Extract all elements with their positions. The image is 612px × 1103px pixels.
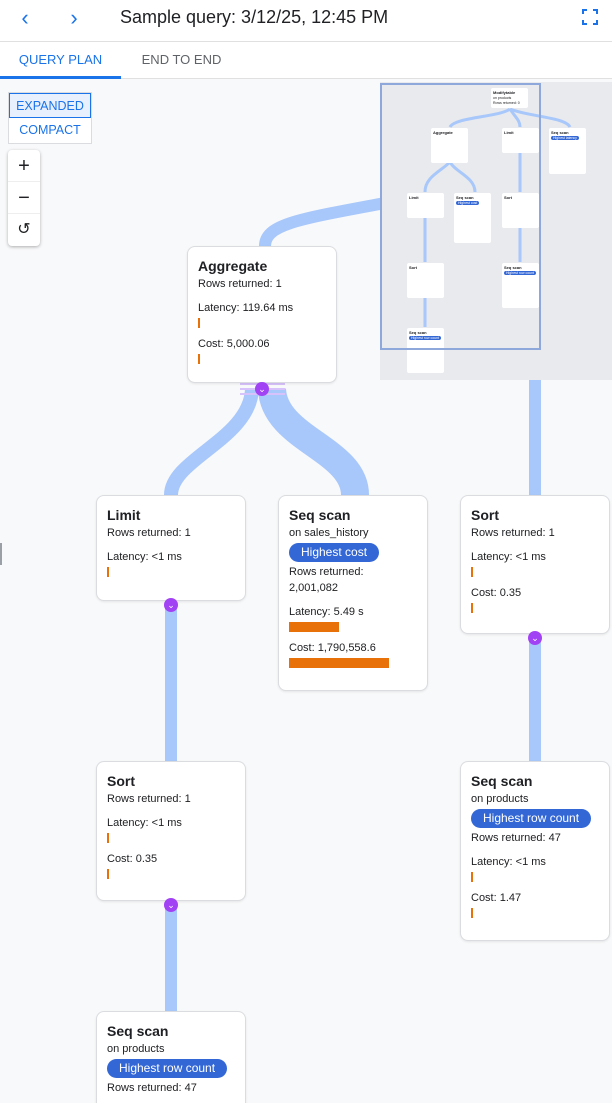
cost: Cost: 1,790,558.6 xyxy=(289,642,376,654)
tab-query-plan[interactable]: QUERY PLAN xyxy=(0,42,121,79)
forward-button[interactable]: › xyxy=(60,6,88,30)
cost: Cost: 0.35 xyxy=(107,853,158,865)
node-title: Seq scan xyxy=(107,1023,169,1039)
latency-bar xyxy=(107,567,109,577)
plan-node-sort-right[interactable]: Sort Rows returned: 1 Latency: <1 ms Cos… xyxy=(460,495,610,634)
rows-returned: Rows returned: 47 xyxy=(471,832,561,844)
highest-row-count-badge: Highest row count xyxy=(471,809,592,828)
reset-zoom-button[interactable]: ↺ xyxy=(17,221,31,238)
node-title: Seq scan xyxy=(471,773,533,789)
latency: Latency: <1 ms xyxy=(471,856,546,868)
plan-node-seq-scan-sales-history[interactable]: Seq scan on sales_history Highest cost R… xyxy=(278,495,428,691)
node-title: Aggregate xyxy=(198,258,268,274)
node-title: Limit xyxy=(107,507,141,523)
latency: Latency: 5.49 s xyxy=(289,606,364,618)
header: ‹ › Sample query: 3/12/25, 12:45 PM xyxy=(0,0,612,42)
compact-button[interactable]: COMPACT xyxy=(19,123,81,137)
plan-node-sort-left[interactable]: Sort Rows returned: 1 Latency: <1 ms Cos… xyxy=(96,761,246,901)
minimap-viewport[interactable] xyxy=(380,83,541,350)
cost: Cost: 5,000.06 xyxy=(198,338,270,350)
plan-edges xyxy=(164,197,541,1011)
latency: Latency: <1 ms xyxy=(107,817,182,829)
rows-returned: Rows returned: 1 xyxy=(198,278,282,290)
node-title: Sort xyxy=(471,507,499,523)
minimap-node-sort-2: Sort xyxy=(407,263,444,298)
edge-aggregate-seqscan xyxy=(258,386,369,497)
collapse-chevron-icon[interactable]: ⌄ xyxy=(164,598,178,612)
plan-node-seq-scan-products-left[interactable]: Seq scan on products Highest row count R… xyxy=(96,1011,246,1103)
table-name: on products xyxy=(107,1043,165,1055)
rows-returned: Rows returned: 1 xyxy=(107,793,191,805)
table-name: on sales_history xyxy=(289,527,369,539)
cost-bar xyxy=(471,908,473,918)
rows-returned: Rows returned: 1 xyxy=(107,527,191,539)
plan-node-aggregate[interactable]: Aggregate Rows returned: 1 Latency: 119.… xyxy=(187,246,337,383)
latency: Latency: 119.64 ms xyxy=(198,302,294,314)
node-title: Sort xyxy=(107,773,135,789)
latency-bar xyxy=(471,567,473,577)
expanded-button[interactable]: EXPANDED xyxy=(9,93,91,118)
back-button[interactable]: ‹ xyxy=(11,6,39,30)
fullscreen-icon[interactable] xyxy=(582,9,598,25)
cost: Cost: 0.35 xyxy=(471,587,522,599)
minimap-node-aggregate: Aggregate xyxy=(431,128,468,163)
node-title: Seq scan xyxy=(289,507,351,523)
view-mode-toggle: EXPANDED COMPACT xyxy=(8,92,92,144)
rows-returned-value: 2,001,082 xyxy=(289,582,338,594)
cost-bar xyxy=(198,354,200,364)
zoom-out-button[interactable]: − xyxy=(8,182,40,214)
chevron-right-icon: › xyxy=(70,5,78,30)
tab-bar: QUERY PLAN END TO END xyxy=(0,42,612,79)
latency-bar xyxy=(107,833,109,843)
latency: Latency: <1 ms xyxy=(107,551,182,563)
highest-row-count-badge: Highest row count xyxy=(107,1059,228,1078)
edge-aggregate-limit xyxy=(164,388,259,497)
cost: Cost: 1.47 xyxy=(471,892,522,904)
tab-end-to-end[interactable]: END TO END xyxy=(141,52,222,67)
minimap-node-limit: Limit xyxy=(502,128,539,153)
minimap-node-limit-2: Limit xyxy=(407,193,444,218)
zoom-controls: + − ↺ xyxy=(8,150,40,246)
latency: Latency: <1 ms xyxy=(471,551,546,563)
rows-returned: Rows returned: 1 xyxy=(471,527,555,539)
latency-bar xyxy=(289,622,339,632)
table-name: on products xyxy=(471,793,529,805)
rows-returned: Rows returned: xyxy=(289,566,364,578)
cost-bar xyxy=(289,658,389,668)
query-plan-canvas[interactable]: EXPANDED COMPACT + − ↺ Aggregate Rows re… xyxy=(0,79,612,1103)
rows-returned: Rows returned: 47 xyxy=(107,1082,197,1094)
collapse-chevron-icon[interactable]: ⌄ xyxy=(164,898,178,912)
latency-bar xyxy=(471,872,473,882)
zoom-in-button[interactable]: + xyxy=(8,150,40,182)
cost-bar xyxy=(107,869,109,879)
collapse-chevron-icon[interactable]: ⌄ xyxy=(255,382,269,396)
latency-bar xyxy=(198,318,200,328)
minimap-edges xyxy=(423,107,572,327)
plan-node-limit[interactable]: Limit Rows returned: 1 Latency: <1 ms xyxy=(96,495,246,601)
highest-cost-badge: Highest cost xyxy=(289,543,380,562)
scroll-handle[interactable] xyxy=(0,543,2,565)
edge-aggregate-parent xyxy=(259,197,387,247)
minimap-node-sort: Sort xyxy=(502,193,539,228)
plan-node-seq-scan-products-right[interactable]: Seq scan on products Highest row count R… xyxy=(460,761,610,941)
cost-bar xyxy=(471,603,473,613)
chevron-left-icon: ‹ xyxy=(21,5,29,30)
collapse-chevron-icon[interactable]: ⌄ xyxy=(528,631,542,645)
page-title: Sample query: 3/12/25, 12:45 PM xyxy=(120,7,389,27)
